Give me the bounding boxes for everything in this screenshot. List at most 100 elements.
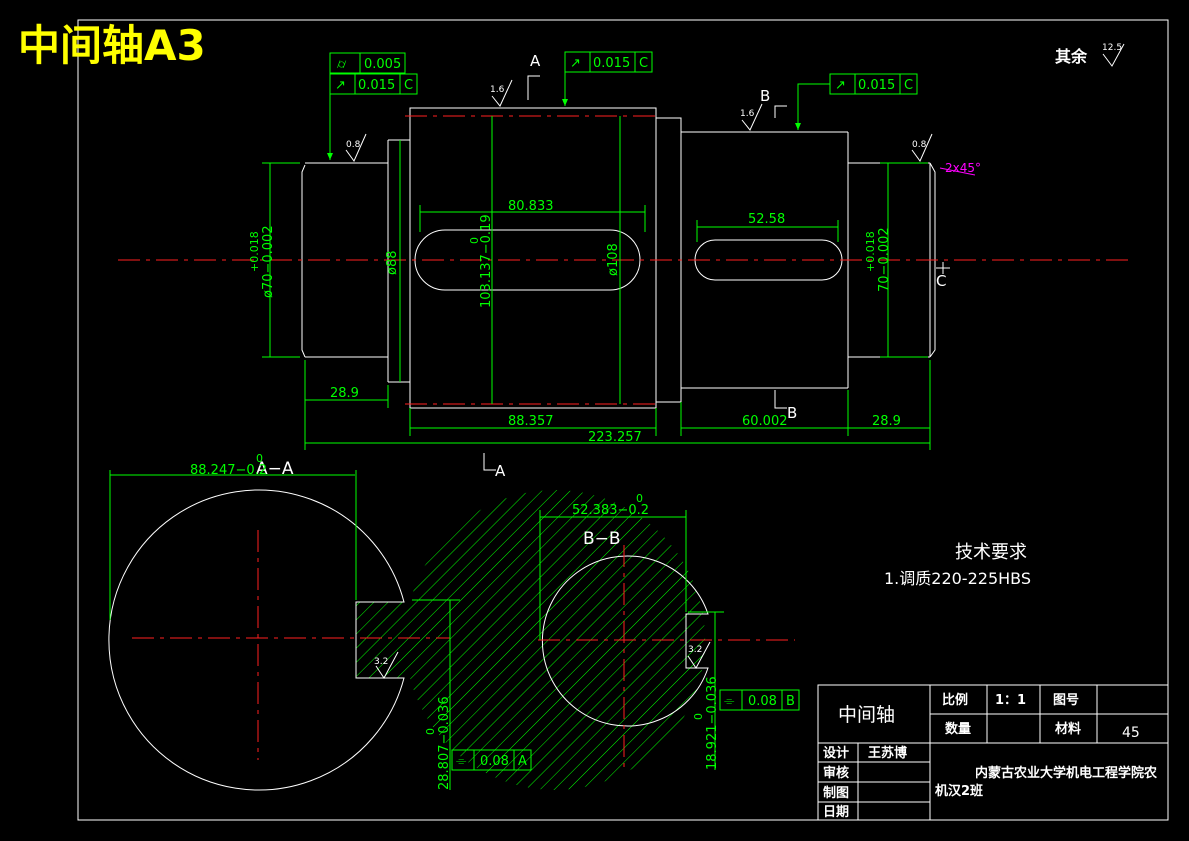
dim-52: 52.58 [748, 212, 785, 227]
dim-dia70-left-tol: +0.018 [248, 231, 261, 272]
tb-date-label: 日期 [823, 805, 849, 820]
tb-material-value: 45 [1122, 725, 1140, 741]
title-block [817, 684, 1169, 821]
svg-text:⌯: ⌯ [456, 754, 467, 769]
leader-right-body [795, 83, 830, 130]
svg-text:0.08: 0.08 [480, 754, 509, 769]
keyway-large [414, 229, 641, 291]
roughness-mark-5: 3.2 [374, 651, 399, 679]
tb-design-label: 设计 [823, 745, 849, 761]
tb-material-label: 材料 [1055, 721, 1081, 737]
chamfer-label: 2x45° [939, 161, 981, 176]
tolerance-frame-runout-2: ↗ 0.015 C [564, 51, 653, 73]
tb-scale-value: 1：1 [995, 693, 1026, 708]
dimensions [262, 116, 931, 450]
sec-a-width-tol: 0 [256, 452, 263, 465]
section-b-title: B−B [583, 529, 621, 549]
svg-text:↗: ↗ [835, 78, 846, 93]
sec-a-depth: 28.807−0.036 [437, 696, 452, 790]
tb-scale-label: 比例 [942, 692, 968, 708]
sec-b-depth: 18.921−0.036 [705, 676, 720, 770]
svg-text:12.5: 12.5 [1102, 43, 1122, 53]
dim-dia88: ø88 [385, 251, 400, 276]
tolerance-frame-symmetry-b: ⌯ 0.08 B [719, 689, 800, 711]
tolerance-frame-runout-1: ↗ 0.015 C [329, 73, 418, 95]
svg-text:0.015: 0.015 [593, 56, 630, 71]
svg-text:C: C [936, 272, 946, 290]
dim-88: 88.357 [508, 414, 554, 429]
dim-28-left: 28.9 [330, 386, 359, 401]
sec-b-width: 52.383−0.2 [572, 503, 649, 518]
svg-text:C: C [404, 78, 413, 93]
dim-dia103: 103.137−0.19 [479, 214, 494, 308]
tolerance-frame-symmetry-a: ⌯ 0.08 A [451, 749, 532, 771]
svg-text:3.2: 3.2 [688, 645, 702, 655]
tb-quantity-label: 数量 [945, 721, 971, 737]
svg-text:C: C [904, 78, 913, 93]
svg-text:0.015: 0.015 [358, 78, 395, 93]
tb-drafting-label: 制图 [823, 785, 849, 801]
datum-c: C [936, 262, 950, 290]
tech-req-item1: 1.调质220-225HBS [884, 569, 1031, 588]
drawing-frame [77, 19, 1169, 821]
dim-dia103-tol: 0 [468, 237, 481, 244]
drawing-title: 中间轴A3 [18, 21, 206, 70]
svg-text:0.015: 0.015 [858, 78, 895, 93]
sec-a-depth-tol: 0 [424, 728, 437, 735]
tolerance-frame-runout-3: ↗ 0.015 C [829, 73, 918, 95]
svg-text:B: B [760, 87, 770, 105]
svg-text:1.6: 1.6 [490, 85, 505, 95]
general-roughness-note: 其余 12.5 [1055, 43, 1125, 67]
section-a-view [108, 470, 706, 791]
tb-review-label: 审核 [823, 765, 849, 781]
section-a-title: A−A [256, 459, 294, 479]
svg-text:2x45°: 2x45° [945, 161, 981, 175]
svg-text:1.6: 1.6 [740, 109, 755, 119]
dim-28-right: 28.9 [872, 414, 901, 429]
svg-text:3.2: 3.2 [374, 657, 388, 667]
svg-text:⌭: ⌭ [337, 57, 347, 72]
svg-text:A: A [518, 754, 527, 769]
svg-text:B: B [786, 694, 795, 709]
dim-60: 60.002 [742, 414, 788, 429]
svg-text:0.005: 0.005 [364, 57, 401, 72]
svg-text:其余: 其余 [1055, 47, 1088, 66]
svg-text:0.8: 0.8 [912, 140, 927, 150]
svg-text:C: C [639, 56, 648, 71]
svg-text:A: A [495, 462, 506, 480]
svg-text:A: A [530, 52, 541, 70]
svg-text:0.8: 0.8 [346, 140, 361, 150]
sec-a-width: 88.247−0.2 [190, 463, 267, 478]
roughness-mark-6: 3.2 [687, 641, 711, 669]
tb-designer: 王苏博 [868, 745, 907, 761]
svg-text:B: B [787, 404, 797, 422]
sec-b-width-tol: 0 [636, 492, 643, 505]
tb-drawing-no-label: 图号 [1053, 693, 1079, 708]
dim-total: 223.257 [588, 430, 642, 445]
section-b-view [538, 510, 795, 770]
dim-dia70-left: ø70−0.002 [261, 225, 276, 298]
dim-dia108: ø108 [606, 243, 621, 276]
keyway-small [694, 239, 843, 281]
svg-text:0.08: 0.08 [748, 694, 777, 709]
dim-dia70-right-tol: +0.018 [864, 231, 877, 272]
roughness-mark-1: 1.6 [490, 79, 513, 107]
tb-part-name: 中间轴 [838, 704, 895, 726]
dim-dia70-right: 70−0.002 [877, 227, 892, 292]
svg-text:⌯: ⌯ [724, 694, 735, 709]
section-marker-a-bottom: A [483, 453, 506, 480]
roughness-mark-2: 1.6 [740, 103, 763, 131]
tech-req-heading: 技术要求 [955, 542, 1027, 563]
roughness-mark-3: 0.8 [345, 133, 367, 162]
tolerance-frame-cylindricity: ⌭ 0.005 [329, 52, 406, 74]
dim-80: 80.833 [508, 199, 554, 214]
svg-text:↗: ↗ [570, 56, 581, 71]
tb-school: 内蒙古农业大学机电工程学院农 [975, 765, 1157, 781]
roughness-mark-4: 0.8 [911, 133, 933, 162]
section-marker-b-top: B [760, 87, 787, 118]
section-marker-b-bottom: B [774, 390, 797, 422]
sec-b-depth-tol: 0 [692, 713, 705, 720]
svg-text:↗: ↗ [335, 78, 346, 93]
tb-class: 机汉2班 [935, 783, 983, 799]
